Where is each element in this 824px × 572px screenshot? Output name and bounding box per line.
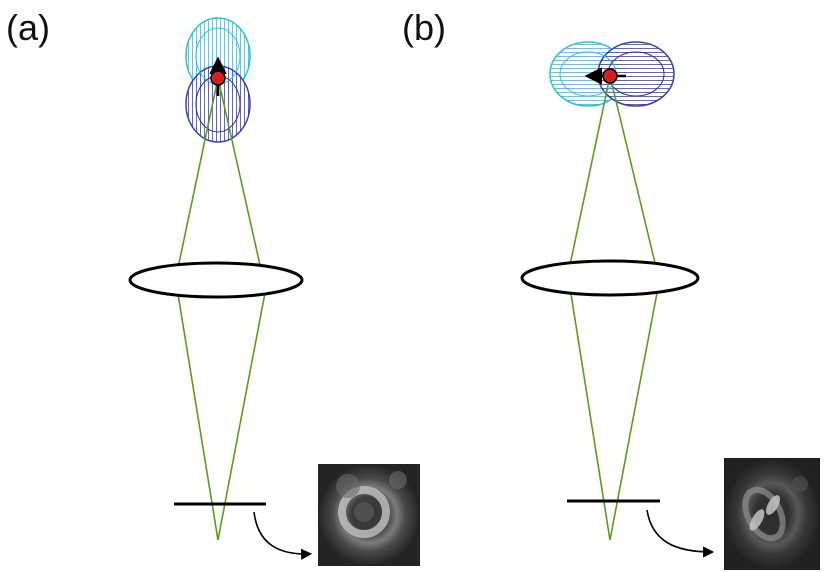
lens-a [128, 261, 304, 299]
beam-b [569, 75, 658, 541]
emitter-b [602, 68, 618, 84]
panel-label-b: (b) [402, 7, 446, 48]
radiation-lobes-a [185, 17, 251, 143]
emitter-a [210, 70, 226, 86]
detector-image-a [318, 464, 420, 566]
lens-b [520, 259, 700, 297]
panel-label-a: (a) [6, 7, 50, 48]
panel-a [128, 17, 420, 566]
beam-a [177, 77, 266, 541]
image-pointer-b [646, 509, 715, 558]
panel-b [520, 41, 820, 570]
detector-image-b [724, 458, 820, 570]
image-pointer-a [253, 511, 313, 560]
